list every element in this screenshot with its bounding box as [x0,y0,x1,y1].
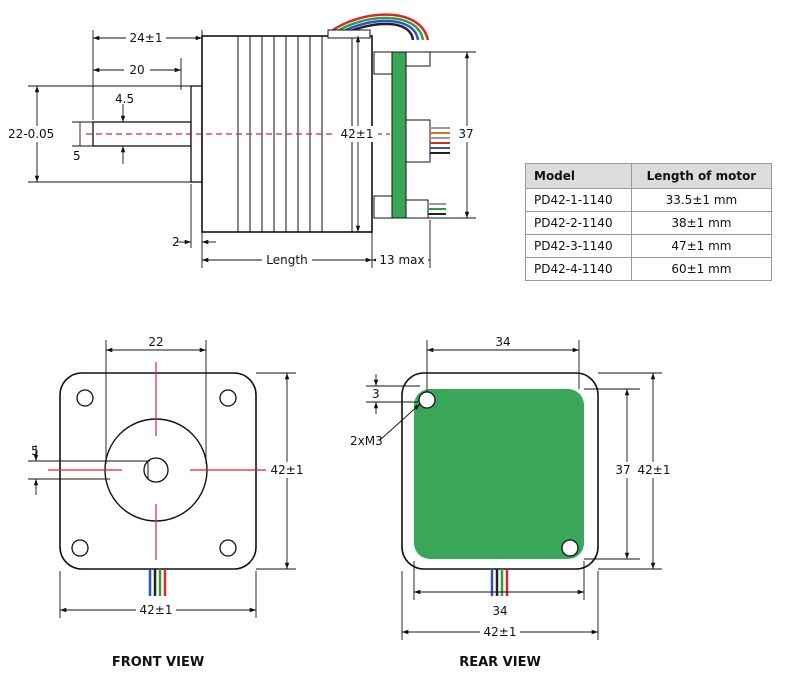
table-header-row: Model Length of motor [525,163,773,189]
dim-24: 24±1 [130,31,163,45]
table-row: PD42-2-1140 38±1 mm [525,211,773,235]
connector-top [405,51,431,67]
cell-length: 38±1 mm [630,211,773,235]
side-wires [329,13,430,41]
front-dim-42-right: 42±1 [271,463,304,477]
cell-model: PD42-1-1140 [525,188,632,212]
cell-model: PD42-4-1140 [525,257,632,281]
side-view: 24±1 20 4.5 22-0.05 5 42±1 37 2 Length 1… [8,13,480,268]
table-row: PD42-4-1140 60±1 mm [525,257,773,281]
rear-dim-37: 37 [615,463,630,477]
front-shaft [143,457,169,483]
dim-42-side: 42±1 [341,127,374,141]
header-model: Model [525,163,632,189]
dim-20: 20 [129,63,144,77]
front-dim-42-bottom: 42±1 [140,603,173,617]
rear-dim-3: 3 [372,387,380,401]
rear-hole-tl [418,391,436,409]
rear-label-m3: 2xM3 [350,434,383,448]
rear-dim-34-top: 34 [495,335,510,349]
front-dim-5: 5 [31,444,39,458]
front-wires [148,569,167,596]
dim-2: 2 [172,235,180,249]
model-table: Model Length of motor PD42-1-1140 33.5±1… [525,163,773,281]
cell-model: PD42-2-1140 [525,211,632,235]
front-hole-tl [76,389,94,407]
rear-pcb [414,389,584,559]
connector-wires [428,127,450,215]
wire-exit [327,29,371,39]
rear-dim-42-bottom: 42±1 [484,625,517,639]
rear-view-title: REAR VIEW [459,655,541,670]
header-length: Length of motor [630,163,773,189]
front-view-title: FRONT VIEW [112,655,204,670]
dim-4-5: 4.5 [115,92,134,106]
front-hole-tr [219,389,237,407]
front-dim-22: 22 [148,335,163,349]
rear-dim-34-bottom: 34 [492,604,507,618]
connector-bottom [405,199,429,219]
front-view: 22 5 42±1 42±1 FRONT VIEW [28,335,304,670]
dim-22-shaft: 22-0.05 [8,127,54,141]
rear-hole-br [561,539,579,557]
cell-length: 33.5±1 mm [630,188,773,212]
front-hole-br [219,539,237,557]
dim-5-flat: 5 [73,149,81,163]
pcb-side [391,51,407,219]
dim-length: Length [266,253,307,267]
cell-model: PD42-3-1140 [525,234,632,258]
table-row: PD42-1-1140 33.5±1 mm [525,188,773,212]
spacer-bottom [373,195,393,219]
cell-length: 60±1 mm [630,257,773,281]
spacer-top [373,51,393,75]
rear-view: 34 3 2xM3 37 42±1 34 42±1 REAR VIEW [350,335,671,670]
dim-37-side: 37 [458,127,473,141]
dim-13-max: 13 max [379,253,424,267]
front-hole-bl [71,539,89,557]
table-row: PD42-3-1140 47±1 mm [525,234,773,258]
connector-mid [405,119,431,163]
front-centerlines [48,362,266,560]
rear-dim-42-right: 42±1 [638,463,671,477]
cell-length: 47±1 mm [630,234,773,258]
